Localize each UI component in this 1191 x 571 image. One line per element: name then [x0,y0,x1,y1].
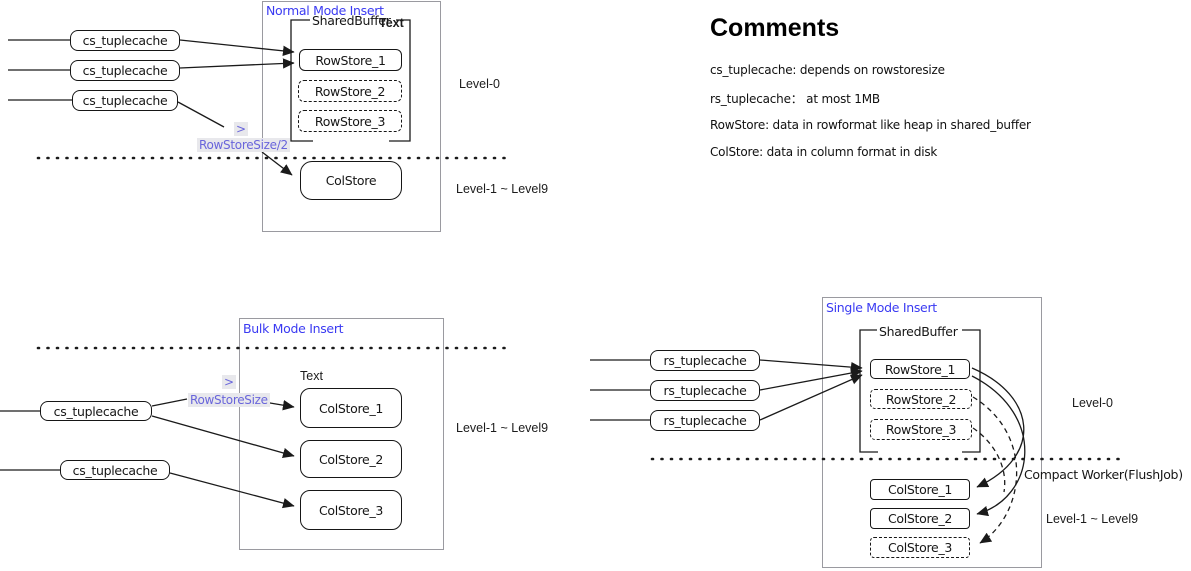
bulk-cs-tuplecache-box-2: cs_tuplecache [60,460,170,480]
comment-line-colstore: ColStore: data in column format in disk [710,145,938,159]
single-mode-frame [822,297,1042,568]
normal-rowstore3-box: RowStore_3 [298,110,402,132]
single-sharedbuffer-label: SharedBuffer [879,324,958,339]
normal-mode-frame [262,1,441,232]
bulk-colstore1-box: ColStore_1 [300,388,402,428]
single-rowstore1-box: RowStore_1 [870,359,970,379]
normal-gt-symbol: > [234,122,248,136]
normal-level0-label: Level-0 [459,77,500,91]
bulk-mode-title: Bulk Mode Insert [243,321,344,336]
single-colstore2-box: ColStore_2 [870,508,970,529]
normal-rowstore1-box: RowStore_1 [299,49,402,71]
single-levels-label: Level-1 ~ Level9 [1046,512,1139,526]
single-colstore3-box: ColStore_3 [870,537,970,558]
normal-threshold-label: RowStoreSize/2 [197,138,290,152]
normal-cs-tuplecache-box-1: cs_tuplecache [70,30,180,51]
normal-levels-label: Level-1 ~ Level9 [456,182,549,196]
normal-text-label: Text [379,16,404,30]
bulk-cs-tuplecache-box-1: cs_tuplecache [40,401,152,421]
single-rs-tuplecache-box-1: rs_tuplecache [650,350,760,371]
comment-line-cs-tuplecache: cs_tuplecache: depends on rowstoresize [710,63,945,77]
single-rowstore3-box: RowStore_3 [870,419,972,440]
bulk-threshold-label: RowStoreSize [188,393,270,407]
normal-colstore-box: ColStore [300,161,402,200]
bulk-gt-symbol: > [222,375,236,389]
single-colstore1-box: ColStore_1 [870,479,970,500]
single-mode-title: Single Mode Insert [826,300,937,315]
bulk-colstore2-box: ColStore_2 [300,440,402,478]
normal-line-cache3-threshold [177,101,225,128]
single-rowstore2-box: RowStore_2 [870,389,972,409]
bulk-levels-label: Level-1 ~ Level9 [456,421,549,435]
bulk-colstore3-box: ColStore_3 [300,490,402,530]
normal-cs-tuplecache-box-2: cs_tuplecache [70,60,180,81]
comment-line-rs-tuplecache: rs_tuplecache： at most 1MB [710,92,880,106]
single-level0-label: Level-0 [1072,396,1113,410]
single-rs-tuplecache-box-3: rs_tuplecache [650,410,760,431]
bulk-text-label: Text [300,369,323,383]
comment-line-rowstore: RowStore: data in rowformat like heap in… [710,118,1031,132]
bulk-line-cache1-threshold [151,398,188,407]
normal-cs-tuplecache-box-3: cs_tuplecache [72,90,178,111]
normal-rowstore2-box: RowStore_2 [298,80,402,102]
comments-title: Comments [710,14,840,42]
single-compact-worker-label: Compact Worker(FlushJob) [1024,467,1183,482]
single-rs-tuplecache-box-2: rs_tuplecache [650,380,760,401]
normal-mode-title: Normal Mode Insert [266,3,384,18]
